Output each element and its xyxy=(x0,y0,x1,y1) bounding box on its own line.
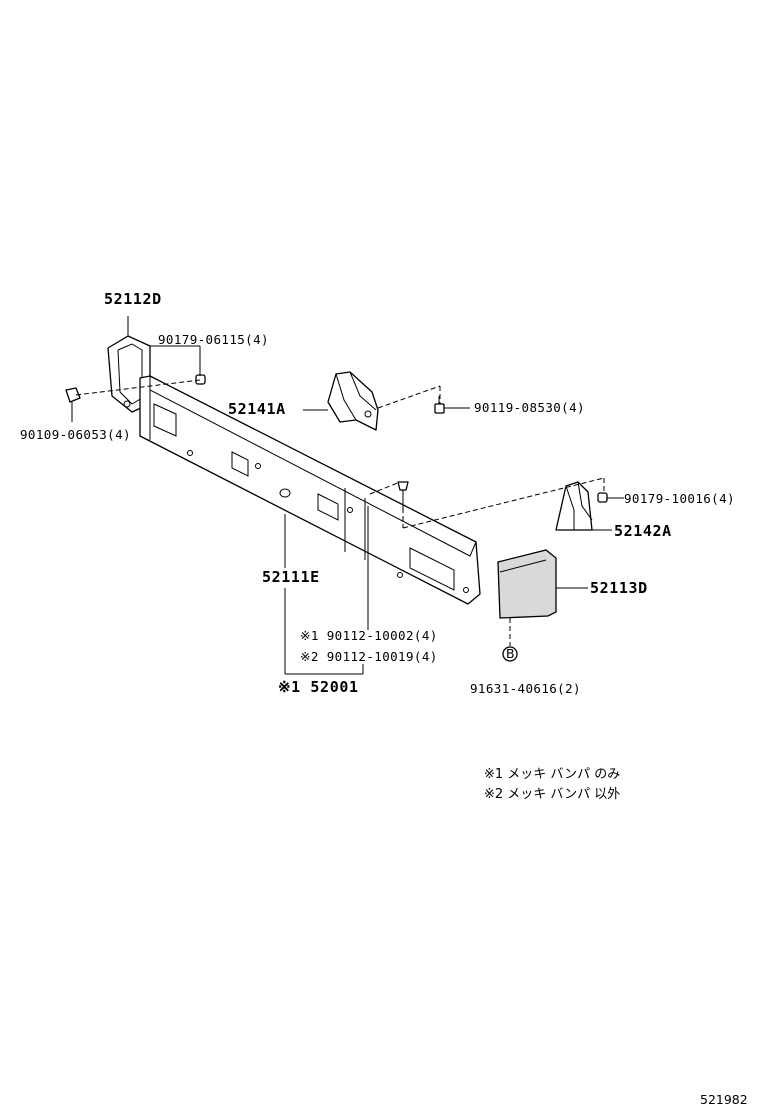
label-bolt-note1: ※1 90112-10002(4) xyxy=(300,628,438,643)
figure-number: 521982 xyxy=(700,1092,748,1107)
label-nut-right: 90179-10016(4) xyxy=(624,491,735,506)
label-assembly: ※1 52001 xyxy=(278,678,359,696)
bracket-right xyxy=(555,481,593,531)
assembly-lines xyxy=(75,379,605,646)
right-end-cap xyxy=(497,549,557,619)
bumper-bar xyxy=(139,375,481,605)
label-nut-left-top: 90179-06115(4) xyxy=(158,332,269,347)
label-bumper-bar: 52111E xyxy=(262,568,320,586)
label-end-left: 52112D xyxy=(104,290,162,308)
label-end-right: 52113D xyxy=(590,579,648,597)
label-bolt-right-top: 90119-08530(4) xyxy=(474,400,585,415)
label-bolt-note2: ※2 90112-10019(4) xyxy=(300,649,438,664)
label-bracket-right: 52142A xyxy=(614,522,672,540)
label-plug: 91631-40616(2) xyxy=(470,681,581,696)
note-except-chrome-bumper: ※2 メッキ バンパ 以外 xyxy=(484,787,620,802)
label-bracket-left: 52141A xyxy=(228,400,286,418)
svg-text:B: B xyxy=(506,646,515,661)
bracket-left xyxy=(327,371,379,431)
leader-lines xyxy=(150,345,624,675)
label-clip-left: 90109-06053(4) xyxy=(20,427,131,442)
note-chrome-bumper-only: ※1 メッキ バンパ のみ xyxy=(484,767,620,782)
fasteners: B xyxy=(65,374,608,662)
